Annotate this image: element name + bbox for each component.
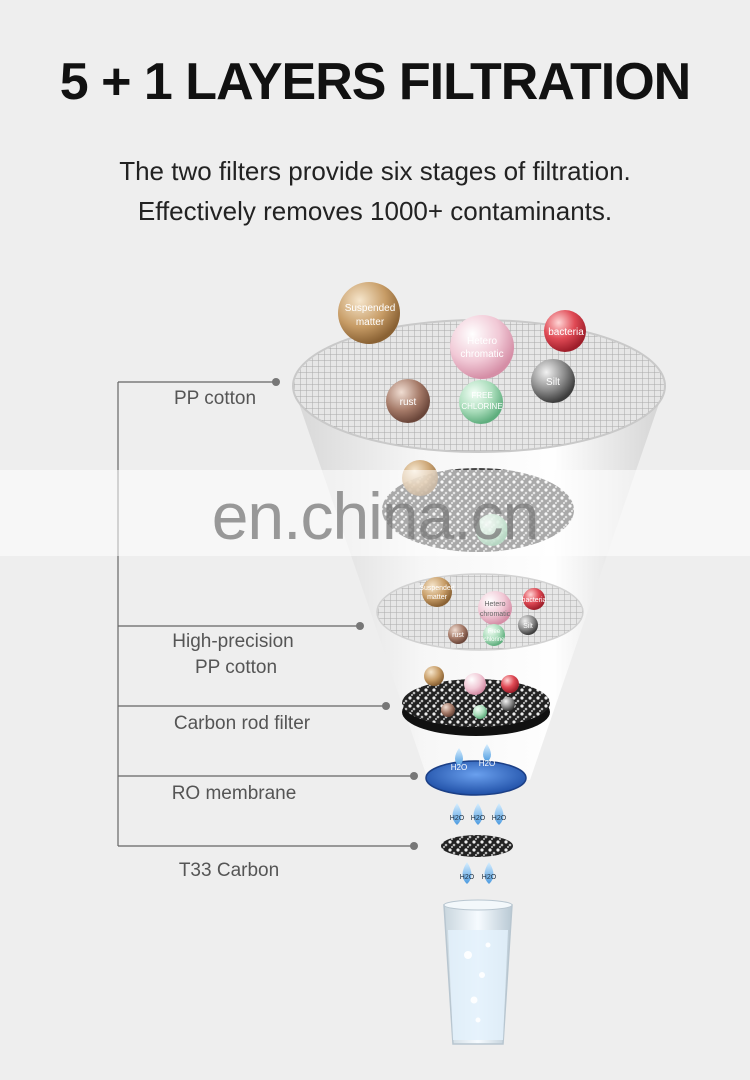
contaminant-rust: rust (386, 379, 430, 423)
svg-text:H2O: H2O (460, 874, 475, 881)
ro-droplets: H2O H2O (451, 744, 495, 772)
contaminant-silt: Silt (531, 359, 575, 403)
contaminant-free-chlorine: FREE CHLORINE (459, 380, 503, 424)
page-title: 5 + 1 LAYERS FILTRATION (59, 53, 691, 111)
svg-text:Suspended: Suspended (419, 585, 455, 592)
small-contaminant-chlorine: Free chlorine (483, 624, 505, 646)
small-contaminant-bacteria: bacteria (522, 588, 547, 610)
label-high-precision-line1: High-precision (172, 631, 294, 652)
svg-text:matter: matter (427, 594, 448, 601)
label-ro-membrane: RO membrane (171, 783, 297, 804)
small-contaminant-rust: rust (448, 624, 468, 644)
small-contaminant-hetero: Hetero chromatic (478, 591, 512, 625)
watermark-text: en.china.cn (211, 479, 540, 553)
watermark-band (0, 470, 750, 556)
h2o-drops-row1: H2O H2O H2O (450, 803, 507, 825)
svg-text:bacteria: bacteria (548, 327, 584, 338)
contaminant-suspended-matter: Suspended matter (338, 282, 400, 344)
svg-text:Silt: Silt (523, 623, 533, 630)
contaminant-hetero-chromatic: Hetero chromatic (450, 315, 514, 379)
svg-text:H2O: H2O (471, 815, 486, 822)
svg-text:matter: matter (356, 317, 385, 328)
svg-text:Silt: Silt (546, 377, 560, 388)
h2o-drops-row2: H2O H2O (460, 862, 497, 884)
t33-carbon-disc (441, 835, 513, 857)
subtitle-line-2: Effectively removes 1000+ contaminants. (137, 196, 613, 226)
label-pp-cotton: PP cotton (173, 388, 257, 409)
contaminant-bacteria: bacteria (544, 310, 586, 352)
label-high-precision-line2: PP cotton (194, 657, 278, 678)
svg-text:Suspended: Suspended (345, 303, 396, 314)
svg-text:CHLORINE: CHLORINE (461, 402, 502, 411)
label-t33-carbon: T33 Carbon (178, 860, 280, 881)
leader-dots (272, 378, 418, 850)
svg-text:bacteria: bacteria (522, 597, 547, 604)
svg-text:chromatic: chromatic (460, 349, 503, 360)
leader-lines (117, 381, 414, 847)
label-carbon-rod-filter: Carbon rod filter (173, 713, 311, 734)
svg-text:chlorine: chlorine (483, 637, 505, 643)
svg-text:chromatic: chromatic (480, 611, 511, 618)
small-contaminant-silt: Silt (518, 615, 538, 635)
svg-text:Hetero: Hetero (484, 601, 505, 608)
subtitle-line-1: The two filters provide six stages of fi… (119, 156, 631, 186)
ro-membrane-disc (425, 760, 527, 796)
svg-text:H2O: H2O (492, 815, 507, 822)
svg-text:H2O: H2O (450, 815, 465, 822)
svg-text:H2O: H2O (451, 763, 467, 772)
svg-text:FREE: FREE (471, 391, 492, 400)
svg-text:H2O: H2O (479, 759, 495, 768)
svg-text:H2O: H2O (482, 874, 497, 881)
water-glass (443, 899, 513, 1045)
svg-text:rust: rust (452, 632, 464, 639)
svg-text:Free: Free (488, 629, 501, 635)
small-contaminant-suspended: Suspended matter (419, 577, 455, 607)
svg-text:rust: rust (400, 397, 417, 408)
svg-text:Hetero: Hetero (467, 336, 497, 347)
